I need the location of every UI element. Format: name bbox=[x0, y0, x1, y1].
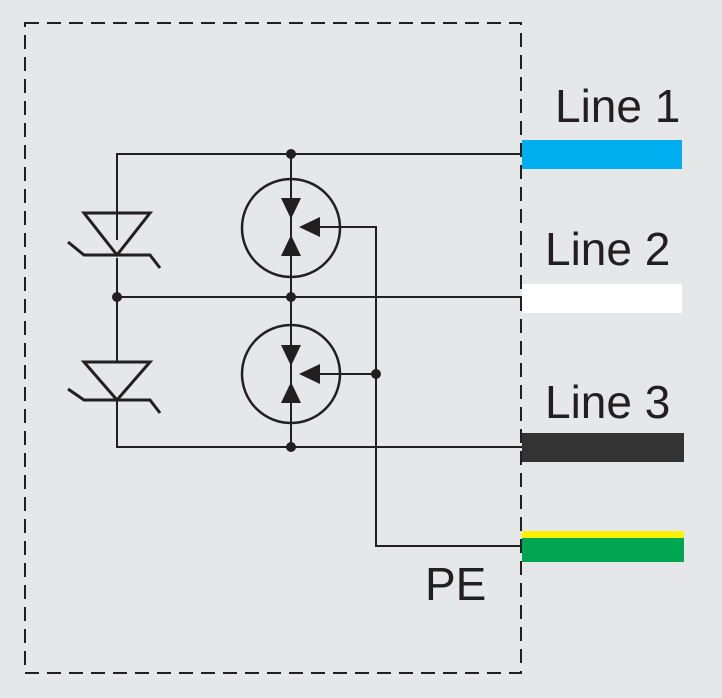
gas-discharge-tube-top bbox=[240, 177, 342, 279]
pe-terminal-stripe-yellow bbox=[522, 531, 684, 538]
line2-label: Line 2 bbox=[545, 223, 670, 275]
line3-terminal-bar bbox=[522, 433, 684, 462]
pe-wire bbox=[341, 226, 522, 547]
tvs-diode-bottom bbox=[67, 360, 162, 414]
pe-label: PE bbox=[425, 558, 486, 610]
line1-label: Line 1 bbox=[555, 80, 680, 132]
junction-dot bbox=[286, 292, 296, 302]
line1-wire bbox=[116, 153, 522, 240]
line1-terminal-bar bbox=[522, 140, 682, 169]
tvs-diode-top bbox=[67, 211, 162, 269]
gas-discharge-tube-bottom bbox=[240, 323, 342, 425]
line2-terminal-bar bbox=[522, 284, 682, 313]
line3-wire bbox=[116, 400, 522, 448]
junction-dot bbox=[286, 149, 296, 159]
junction-dot bbox=[286, 442, 296, 452]
device-enclosure bbox=[24, 22, 522, 674]
junctions bbox=[112, 149, 381, 452]
junction-dot bbox=[371, 369, 381, 379]
line3-label: Line 3 bbox=[545, 376, 670, 428]
junction-dot bbox=[112, 292, 122, 302]
wiring bbox=[116, 153, 522, 547]
